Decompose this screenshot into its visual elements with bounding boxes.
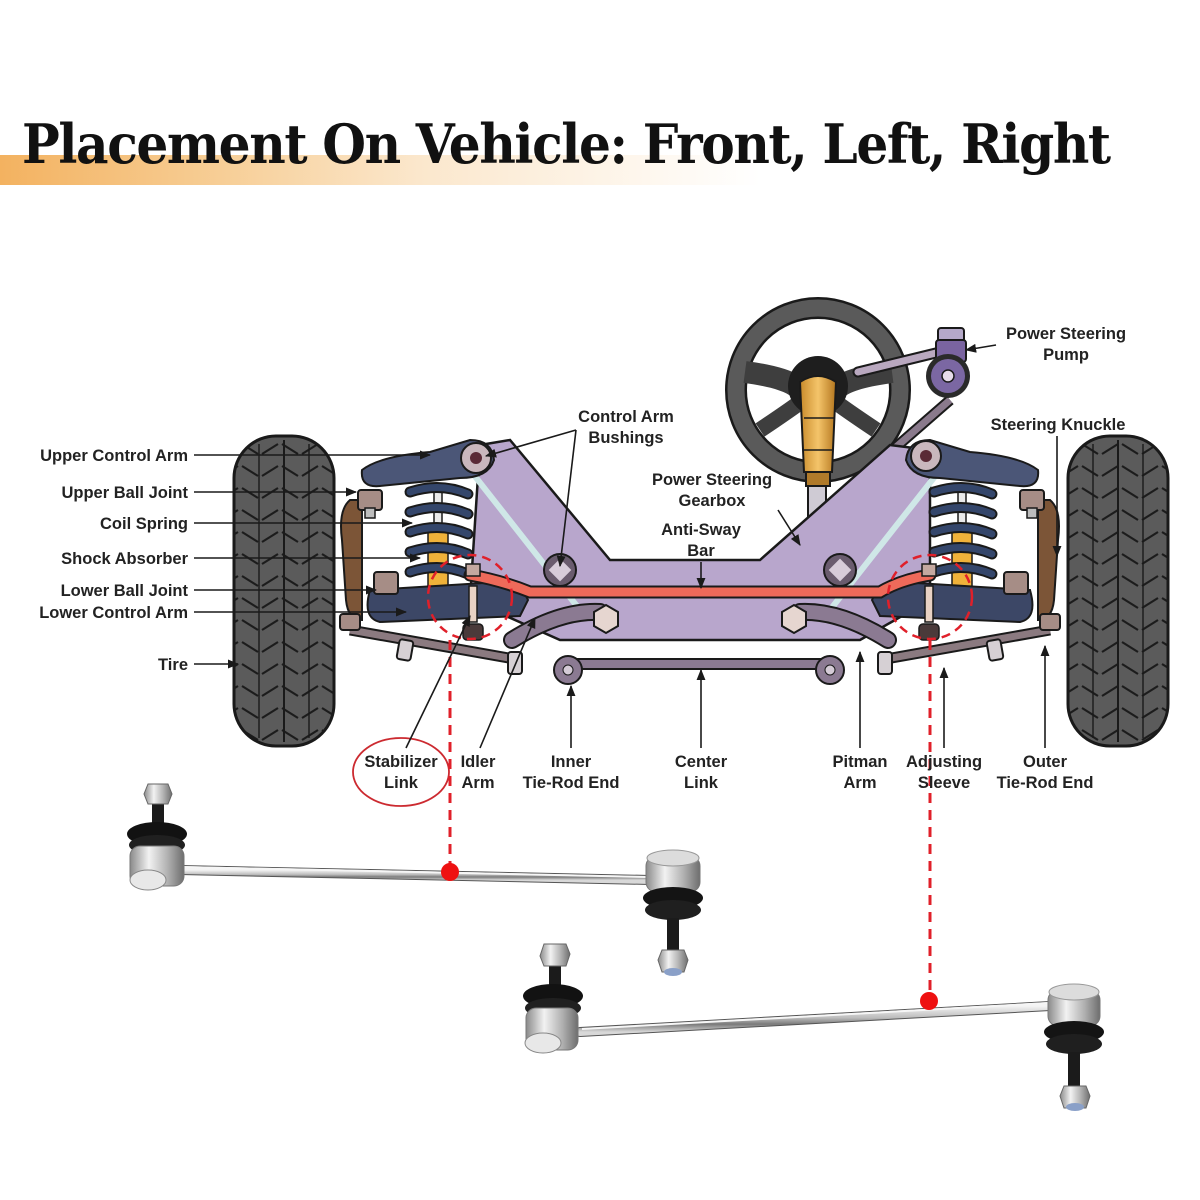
product-stabilizer-link-right	[523, 943, 1104, 1111]
right-lower-control-arm	[870, 571, 1034, 624]
label-inner-tie-rod-end-line2: Tie-Rod End	[523, 774, 620, 792]
left-link-marker-dot	[441, 863, 459, 881]
left-coil-spring	[404, 482, 474, 589]
right-upper-ball-joint	[1019, 489, 1045, 519]
label-lower-control-arm: Lower Control Arm	[39, 604, 188, 622]
label-power-steering-pump-line2: Pump	[1043, 346, 1089, 364]
right-tire	[1066, 434, 1170, 748]
title-highlight-band	[0, 155, 760, 185]
label-steering-knuckle: Steering Knuckle	[991, 416, 1126, 434]
left-knuckle	[340, 499, 363, 622]
label-outer-tie-rod-end-line1: Outer	[1023, 753, 1068, 771]
right-coil-spring	[928, 482, 998, 589]
label-center-link-line2: Link	[684, 774, 719, 792]
label-stabilizer-link-line2: Link	[384, 774, 419, 792]
label-lower-ball-joint: Lower Ball Joint	[61, 582, 189, 600]
label-control-arm-bushings-line2: Bushings	[588, 429, 663, 447]
left-tire	[232, 434, 336, 748]
label-coil-spring: Coil Spring	[100, 515, 188, 533]
label-idler-arm-line2: Arm	[461, 774, 494, 792]
label-adjusting-sleeve-line2: Sleeve	[918, 774, 970, 792]
label-center-link-line1: Center	[675, 753, 728, 771]
label-power-steering-pump-line1: Power Steering	[1006, 325, 1126, 343]
leader-lines	[194, 343, 1062, 749]
idler-and-pitman-arms	[503, 602, 897, 649]
label-power-steering-gearbox-line1: Power Steering	[652, 471, 772, 489]
label-power-steering-gearbox-line2: Gearbox	[679, 492, 747, 510]
page-title: Placement On Vehicle: Front, Left, Right	[22, 112, 1111, 176]
label-stabilizer-link-line1: Stabilizer	[364, 753, 438, 771]
right-knuckle	[1037, 499, 1060, 622]
label-control-arm-bushings-line1: Control Arm	[578, 408, 674, 426]
anti-sway-bar	[463, 568, 937, 599]
label-anti-sway-bar-line2: Bar	[687, 542, 715, 560]
left-upper-ball-joint	[357, 489, 383, 519]
right-upper-control-arm	[904, 438, 1040, 488]
label-adjusting-sleeve-line1: Adjusting	[906, 753, 982, 771]
right-tie-rod	[877, 613, 1061, 675]
label-anti-sway-bar-line1: Anti-Sway	[661, 521, 742, 539]
stabilizer-link-label-circle	[352, 737, 450, 807]
label-pitman-arm-line2: Arm	[843, 774, 876, 792]
subframe	[467, 438, 943, 642]
label-idler-arm-line1: Idler	[461, 753, 496, 771]
label-upper-ball-joint: Upper Ball Joint	[61, 484, 188, 502]
label-inner-tie-rod-end-line1: Inner	[551, 753, 592, 771]
right-link-marker-dot	[920, 992, 938, 1010]
label-upper-control-arm: Upper Control Arm	[40, 447, 188, 465]
label-tire: Tire	[158, 656, 188, 674]
left-tie-rod	[339, 613, 523, 675]
product-stabilizer-link-left	[127, 783, 703, 976]
label-pitman-arm-line1: Pitman	[832, 753, 887, 771]
label-outer-tie-rod-end-line2: Tie-Rod End	[997, 774, 1094, 792]
right-link-highlight-circle	[886, 553, 974, 641]
label-shock-absorber: Shock Absorber	[61, 550, 188, 568]
left-link-highlight-circle	[426, 553, 514, 641]
center-link	[553, 655, 845, 685]
